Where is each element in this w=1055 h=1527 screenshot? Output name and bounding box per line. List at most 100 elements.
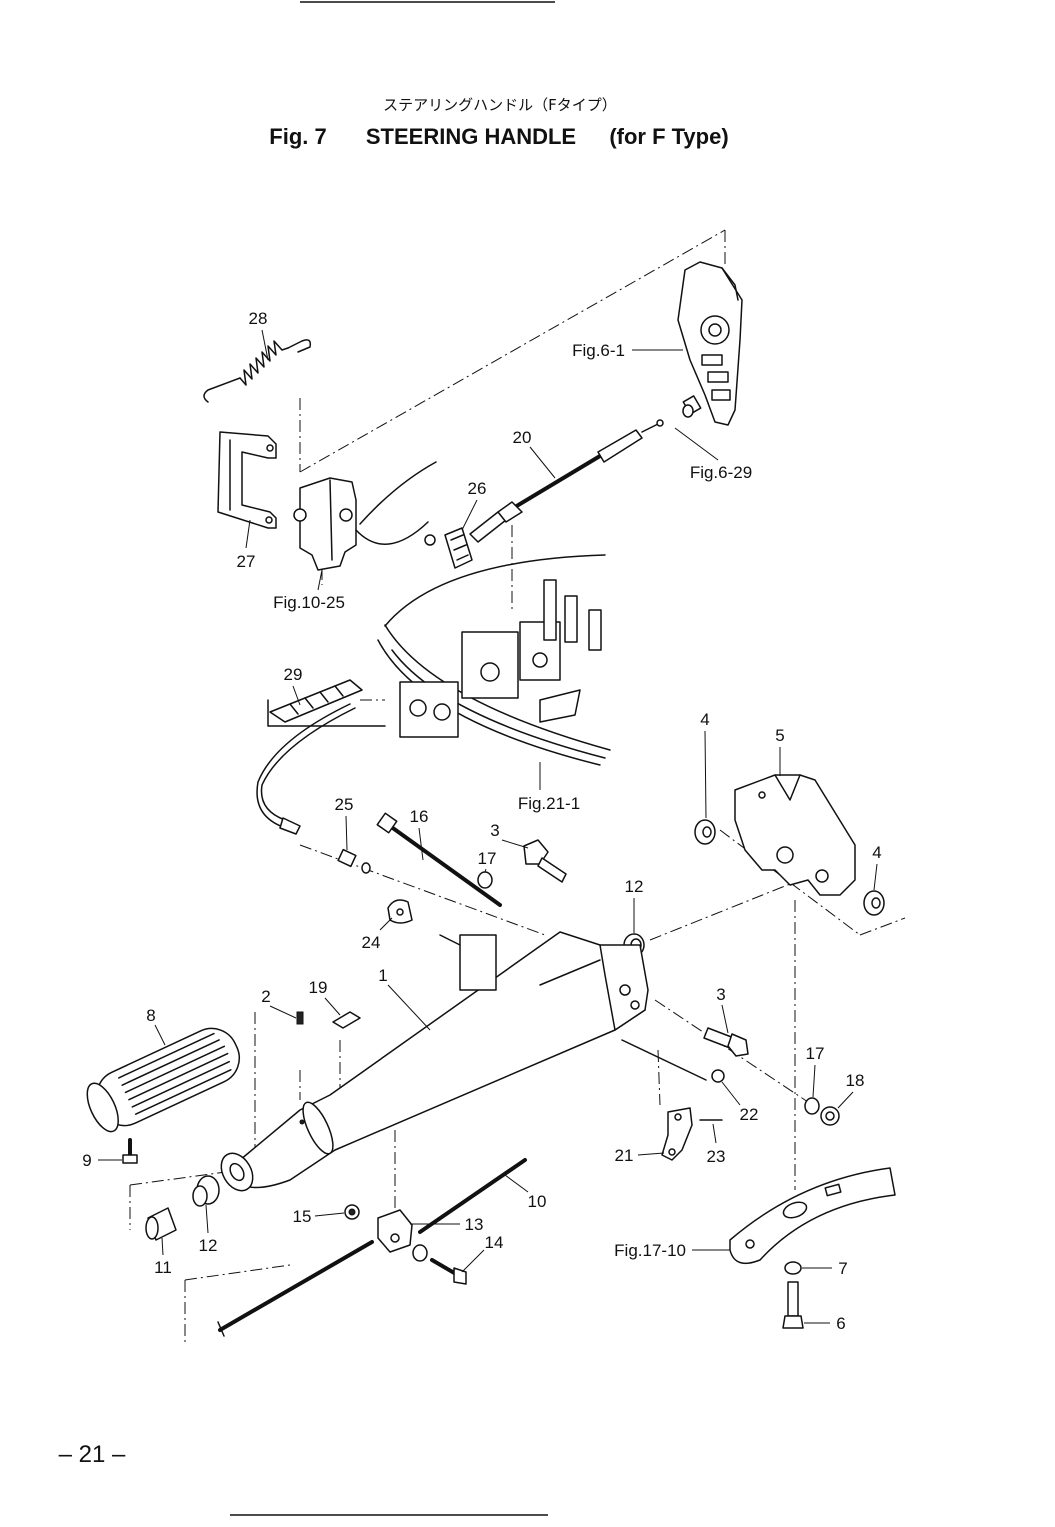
axis-line: [649, 877, 806, 941]
nut: [711, 1069, 725, 1083]
throttle-cable: [469, 419, 664, 543]
callout-9: 9: [82, 1151, 91, 1170]
leader-line: [461, 499, 478, 531]
axis-line: [184, 1264, 291, 1281]
leader-line: [292, 685, 301, 706]
throttle-lever: [677, 261, 743, 426]
leader-line: [704, 730, 707, 819]
mount-bracket: [293, 461, 437, 571]
engine-block: [377, 554, 611, 766]
callout-fig-6-1: Fig.6-1: [572, 341, 625, 360]
leader-line: [873, 863, 878, 891]
leader-line: [674, 427, 719, 461]
callout-10: 10: [528, 1192, 547, 1211]
washer: [804, 1097, 820, 1115]
bushing: [145, 1207, 177, 1241]
leader-line: [205, 1204, 209, 1234]
callout-fig-21-1: Fig.21-1: [518, 794, 580, 813]
callout-26: 26: [468, 479, 487, 498]
callout-13: 13: [465, 1215, 484, 1234]
decal: [332, 1011, 361, 1029]
callout-12-top: 12: [625, 877, 644, 896]
callout-fig-17-10: Fig.17-10: [614, 1241, 686, 1260]
axis-line: [657, 1049, 661, 1106]
bolt: [412, 1244, 467, 1285]
clip: [387, 899, 413, 924]
callout-fig-6-29: Fig.6-29: [690, 463, 752, 482]
nut: [344, 1204, 360, 1220]
assembly-axes: [129, 229, 906, 1345]
leader-line: [529, 446, 556, 479]
callout-4-top: 4: [700, 710, 709, 729]
leader-line: [721, 1004, 729, 1034]
bolt: [782, 1281, 804, 1329]
callout-16: 16: [410, 807, 429, 826]
callout-23: 23: [707, 1147, 726, 1166]
leader-line: [837, 1091, 854, 1109]
throttle-rod: [418, 1158, 527, 1234]
axis-line: [719, 829, 861, 936]
leader-line: [387, 984, 431, 1031]
callout-11: 11: [154, 1258, 172, 1277]
page-number: – 21 –: [59, 1441, 126, 1468]
leader-line: [712, 1123, 717, 1144]
set-screw: [296, 1011, 304, 1025]
callout-17-top: 17: [478, 849, 497, 868]
callout-fig-10-25: Fig.10-25: [273, 593, 345, 612]
washer: [477, 871, 493, 889]
leader-line: [345, 815, 348, 851]
nut: [820, 1106, 840, 1126]
callout-12-lower: 12: [199, 1236, 218, 1255]
leader-line: [314, 1212, 345, 1217]
leader-line: [484, 868, 487, 873]
link-lever: [661, 1107, 693, 1161]
tiller-bracket: [729, 1167, 896, 1265]
leader-line: [461, 1249, 485, 1273]
callout-14: 14: [485, 1233, 504, 1252]
callout-24: 24: [362, 933, 381, 952]
callout-19: 19: [309, 978, 328, 997]
leader-line: [324, 997, 341, 1016]
leader-line: [317, 569, 323, 591]
leader-line: [501, 839, 529, 849]
grommet: [267, 679, 386, 727]
leader-line: [721, 1081, 741, 1106]
steering-arm: [220, 931, 649, 1192]
lever-pin: [682, 395, 702, 418]
callout-2: 2: [261, 987, 270, 1006]
callout-8: 8: [146, 1006, 155, 1025]
axis-line: [859, 917, 906, 936]
callout-28: 28: [249, 309, 268, 328]
subtitle-japanese: ステアリングハンドル（Fタイプ）: [383, 96, 617, 114]
shift-rod: [217, 1240, 374, 1337]
leader-lines: [98, 329, 878, 1324]
callout-4-right: 4: [872, 843, 881, 862]
callout-labels: 28 Fig.6-1 20 Fig.6-29 26 27 Fig.10-25 2…: [82, 309, 881, 1333]
bolt: [703, 1027, 749, 1057]
callout-17-lower: 17: [806, 1044, 825, 1063]
bolt: [523, 839, 567, 883]
screw: [337, 848, 371, 874]
bracket: [217, 431, 277, 529]
bushing: [192, 1175, 220, 1207]
leader-line: [269, 1005, 297, 1019]
leader-line: [161, 1237, 164, 1256]
washer: [784, 1261, 802, 1275]
rod-block: [377, 1209, 413, 1253]
leader-line: [418, 827, 424, 861]
callout-20: 20: [513, 428, 532, 447]
callout-27: 27: [237, 552, 256, 571]
washer: [863, 890, 885, 916]
figure-variant: (for F Type): [609, 124, 728, 149]
callout-7: 7: [838, 1259, 847, 1278]
leader-line: [812, 1064, 816, 1098]
callout-18: 18: [846, 1071, 865, 1090]
leader-line: [154, 1024, 166, 1046]
plate: [444, 527, 473, 569]
link-rod: [621, 1039, 707, 1081]
leader-line: [637, 1152, 665, 1156]
spring: [203, 339, 312, 403]
leader-line: [261, 329, 269, 361]
figure-title: STEERING HANDLE: [366, 124, 576, 149]
